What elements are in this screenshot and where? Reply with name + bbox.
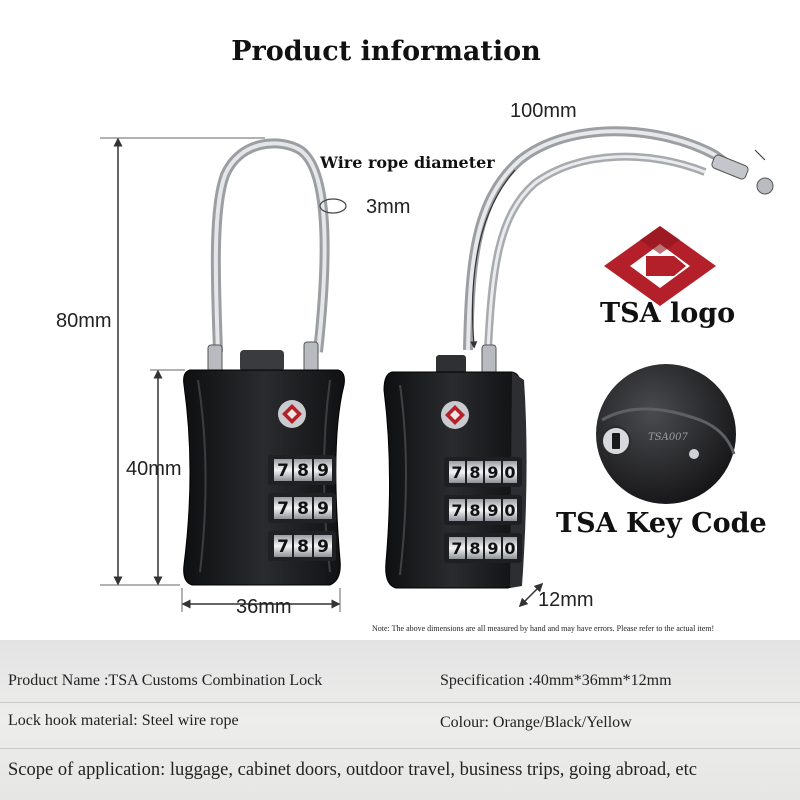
side-lock-cable	[463, 126, 774, 351]
wire-diameter-label: Wire rope diameter	[320, 153, 495, 172]
product-illustration: 7 8 9 7 8 9 7 8 9	[100, 126, 774, 612]
side-dial-digit[interactable]: 0	[504, 539, 515, 558]
front-lock: 7 8 9 7 8 9 7 8 9	[183, 138, 345, 586]
height-body-dimension	[150, 369, 185, 586]
tsa-emblem-front	[278, 400, 306, 428]
spec-colour: Colour: Orange/Black/Yellow	[440, 714, 632, 731]
side-lock: 7 8 9 0 7 8 9 0 7 8 9 0	[383, 344, 544, 608]
side-dial-digit[interactable]: 8	[469, 463, 480, 482]
tsa-logo-label: TSA logo	[600, 298, 736, 329]
height-total-label: 80mm	[56, 310, 112, 332]
front-dial-digit[interactable]: 8	[297, 461, 309, 481]
wire-diameter-value: 3mm	[366, 196, 411, 218]
tsa-key-code-label: TSA Key Code	[556, 508, 767, 539]
side-dial-digit[interactable]: 7	[451, 539, 462, 558]
front-dial-digit[interactable]: 7	[277, 537, 289, 557]
depth-dimension	[518, 582, 544, 608]
front-dial-digit[interactable]: 9	[317, 537, 329, 557]
spec-specification: Specification :40mm*36mm*12mm	[440, 672, 672, 689]
front-dial-digit[interactable]: 7	[277, 499, 289, 519]
spec-lock-hook: Lock hook material: Steel wire rope	[8, 712, 239, 729]
cable-length-label: 100mm	[510, 100, 577, 122]
page-title: Product information	[231, 36, 541, 67]
depth-label: 12mm	[538, 589, 594, 611]
side-dial-digit[interactable]: 7	[451, 463, 462, 482]
front-dial-digit[interactable]: 8	[297, 537, 309, 557]
keyhole-zoom: TSA007	[596, 364, 736, 504]
wire-diameter-marker	[319, 198, 347, 214]
side-dial-rows: 7 8 9 0 7 8 9 0 7 8 9 0	[444, 457, 522, 563]
front-dial-digit[interactable]: 9	[317, 499, 329, 519]
side-dial-digit[interactable]: 9	[487, 463, 498, 482]
measurement-note: Note: The above dimensions are all measu…	[372, 624, 715, 633]
front-dial-digit[interactable]: 9	[317, 461, 329, 481]
tsa-emblem-side	[441, 401, 469, 429]
spec-product-name: Product Name :TSA Customs Combination Lo…	[8, 672, 323, 689]
tsa-logo-icon	[604, 226, 716, 306]
front-dial-rows: 7 8 9 7 8 9 7 8 9	[268, 455, 336, 561]
front-dial-digit[interactable]: 7	[277, 461, 289, 481]
side-dial-digit[interactable]: 9	[487, 501, 498, 520]
side-dial-digit[interactable]: 7	[451, 501, 462, 520]
height-body-label: 40mm	[126, 458, 182, 480]
side-dial-digit[interactable]: 8	[469, 539, 480, 558]
height-total-dimension	[100, 137, 265, 586]
spec-divider	[0, 748, 800, 749]
width-dimension	[181, 588, 341, 612]
side-dial-digit[interactable]: 9	[487, 539, 498, 558]
side-dial-digit[interactable]: 0	[504, 501, 515, 520]
side-dial-digit[interactable]: 8	[469, 501, 480, 520]
spec-divider	[0, 702, 800, 703]
side-dial-digit[interactable]: 0	[504, 463, 515, 482]
specifications-panel: Product Name :TSA Customs Combination Lo…	[0, 640, 800, 800]
width-label: 36mm	[236, 596, 292, 618]
keyhole-engraving: TSA007	[648, 432, 688, 443]
front-dial-digit[interactable]: 8	[297, 499, 309, 519]
spec-scope: Scope of application: luggage, cabinet d…	[8, 760, 697, 780]
